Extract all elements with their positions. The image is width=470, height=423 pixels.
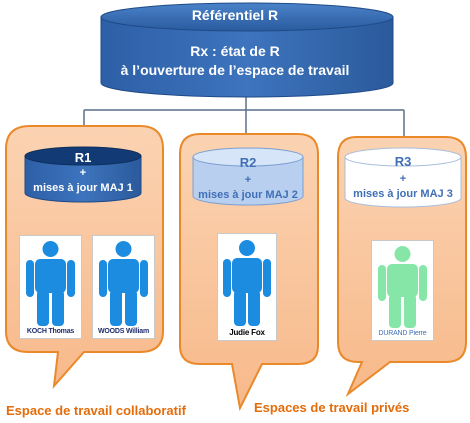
person-name-koch: KOCH Thomas bbox=[26, 328, 75, 335]
person-name-woods: WOODS William bbox=[97, 328, 149, 335]
referentiel-line-1: Rx : état de R bbox=[190, 43, 280, 59]
db-cylinder-r1 bbox=[24, 146, 142, 203]
referentiel-title: Référentiel R bbox=[191, 7, 279, 23]
db-r3-plus: + bbox=[399, 173, 407, 185]
person-name-durand: DURAND Pierre bbox=[378, 330, 427, 337]
person-card-durand: DURAND Pierre bbox=[371, 240, 434, 341]
person-card-woods: WOODS William bbox=[92, 235, 155, 339]
person-card-fox: Judie Fox bbox=[217, 233, 277, 341]
person-icon bbox=[223, 240, 271, 326]
db-cylinder-r3 bbox=[344, 147, 462, 208]
db-r3-name: R3 bbox=[394, 154, 412, 169]
db-r2-maj: mises à jour MAJ 2 bbox=[198, 189, 298, 201]
db-r1-plus: + bbox=[79, 167, 87, 179]
db-r2-name: R2 bbox=[239, 155, 257, 170]
db-r1-maj: mises à jour MAJ 1 bbox=[33, 182, 133, 194]
caption-collaborative: Espace de travail collaboratif bbox=[6, 403, 186, 418]
person-icon bbox=[26, 241, 75, 326]
person-icon bbox=[378, 246, 427, 328]
db-cylinder-r2 bbox=[192, 147, 304, 206]
db-r3-maj: mises à jour MAJ 3 bbox=[353, 188, 453, 200]
person-card-koch: KOCH Thomas bbox=[19, 235, 82, 339]
person-icon bbox=[99, 241, 148, 326]
db-r2-plus: + bbox=[244, 174, 252, 186]
referentiel-cylinder bbox=[100, 2, 394, 98]
db-r1-name: R1 bbox=[74, 150, 92, 165]
referentiel-line-2: à l’ouverture de l’espace de travail bbox=[120, 62, 350, 78]
person-name-fox: Judie Fox bbox=[229, 328, 265, 337]
caption-private: Espaces de travail privés bbox=[254, 400, 410, 415]
